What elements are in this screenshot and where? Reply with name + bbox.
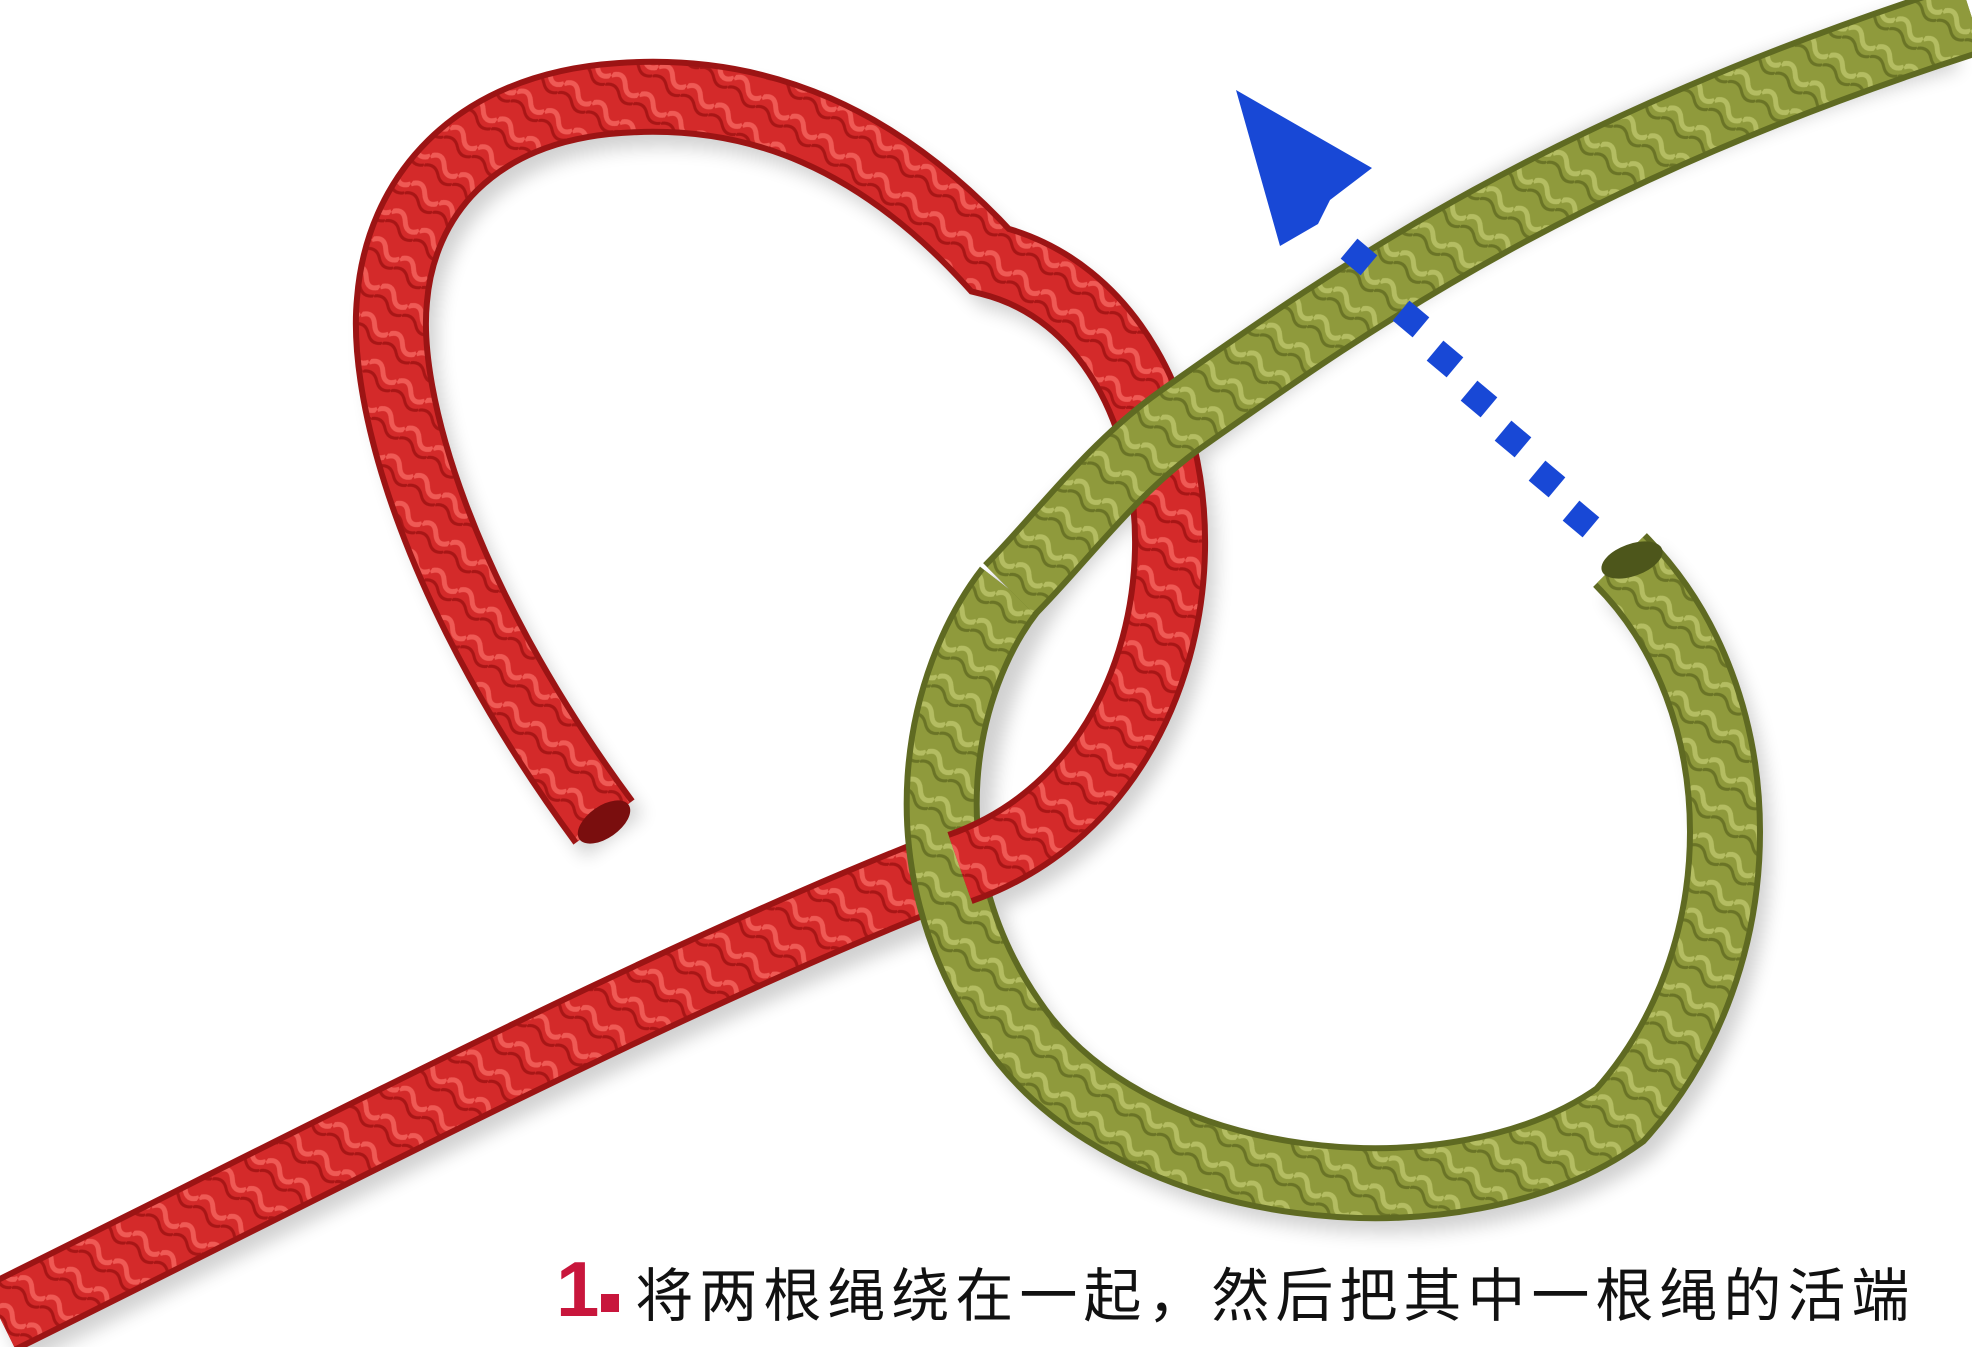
green-rope-end	[1601, 541, 1663, 579]
step-caption: 1 将两根绳绕在一起，然后把其中一根绳的活端	[556, 1250, 1915, 1328]
red-rope-loop	[352, 58, 1208, 904]
arrow-up-left-icon	[1236, 90, 1600, 538]
step-bullet	[601, 1294, 620, 1312]
step-number: 1	[556, 1245, 599, 1333]
red-rope-end	[577, 800, 631, 844]
step-instruction-text: 将两根绳绕在一起，然后把其中一根绳的活端	[635, 1262, 1916, 1330]
